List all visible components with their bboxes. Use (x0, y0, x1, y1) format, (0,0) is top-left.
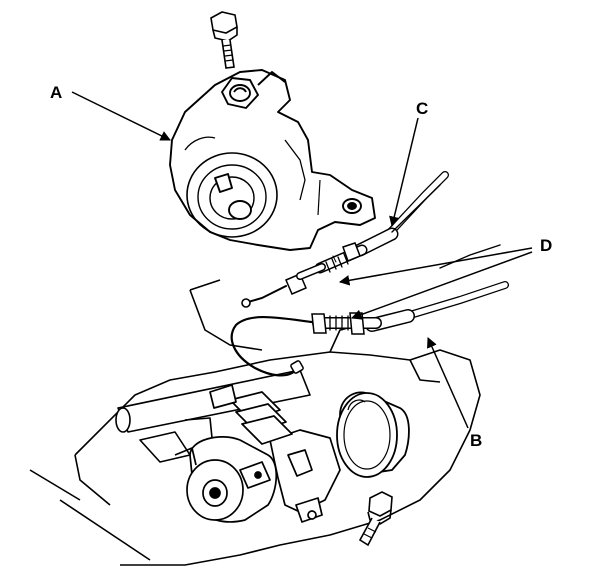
cable-b (230, 244, 509, 377)
leader-lines (71, 91, 533, 429)
leader-d-2 (351, 251, 533, 320)
bolt-bottom (358, 491, 393, 547)
leader-a (71, 91, 171, 141)
label-c: C (416, 99, 428, 118)
throttle-body (336, 391, 410, 478)
leader-d-1 (338, 247, 533, 286)
throttle-linkage (174, 384, 341, 523)
leader-b (427, 337, 469, 429)
bolt-top (210, 11, 238, 69)
cable-cover-a (169, 69, 376, 251)
label-b: B (470, 431, 482, 450)
label-a: A (50, 83, 62, 102)
label-d: D (540, 236, 552, 255)
leader-c (389, 117, 419, 228)
